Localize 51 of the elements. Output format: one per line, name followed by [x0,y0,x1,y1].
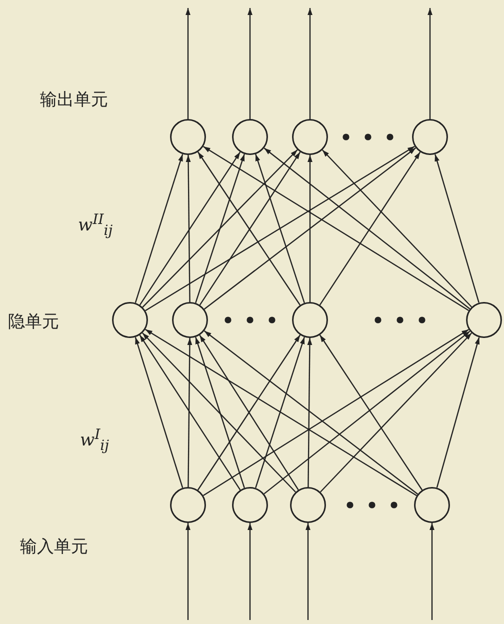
neuron-circle [412,119,448,155]
neuron-circle [172,302,208,338]
arrow [204,147,416,310]
arrow [195,154,245,304]
arrow [255,336,305,488]
arrow [134,337,184,488]
neuron-circle [414,487,450,523]
arrow [186,523,190,620]
arrow [202,146,470,312]
arrow [202,329,470,496]
neuron-circle [290,487,326,523]
neuron-circle [466,302,502,338]
arrow [145,146,415,312]
layer-label: 隐单元 [8,312,59,332]
arrow [139,152,241,306]
arrow [307,338,312,487]
arrow [430,523,434,620]
neuron-circle [112,302,148,338]
arrow [436,337,480,488]
arrow [134,154,184,303]
layer-label: 输入单元 [20,537,88,558]
arrow [434,154,480,303]
arrow [320,332,472,492]
neuron-circle [170,119,206,155]
arrow [186,155,191,302]
arrow [308,8,312,119]
neuron-circle [292,119,328,155]
arrow [248,8,252,119]
neuron-circle [292,302,328,338]
layer-label: 输出单元 [40,90,108,110]
arrow [186,8,190,119]
arrow [306,523,310,620]
arrow [248,523,252,620]
arrow [204,330,418,495]
arrow [139,334,241,490]
arrow [142,149,298,308]
arrow [322,150,472,308]
arrow [255,154,305,304]
arrow [195,336,245,488]
arrow [187,338,192,487]
arrow [428,8,432,119]
arrow [264,148,470,310]
arrow [142,332,296,492]
neuron-circle [232,487,268,523]
neuron-circle [170,487,206,523]
arrow [319,334,423,490]
arrow [264,330,470,494]
arrow [144,328,418,496]
arrow [319,152,421,306]
arrow [308,155,312,302]
neuron-circle [232,119,268,155]
